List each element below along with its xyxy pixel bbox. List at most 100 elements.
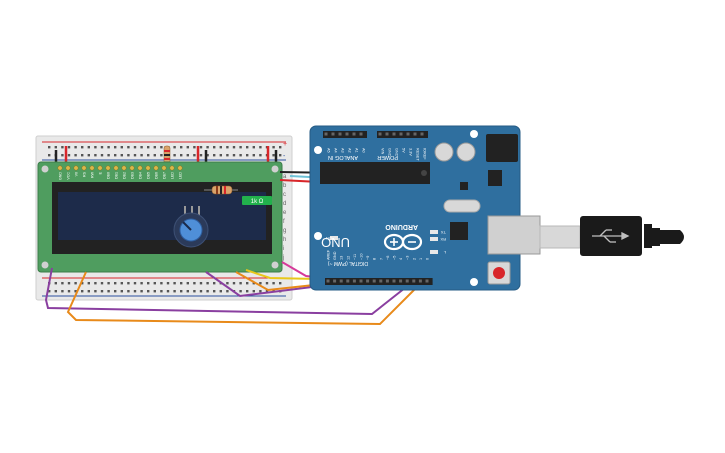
- breadboard-hole[interactable]: [193, 282, 196, 285]
- header-pin[interactable]: [366, 279, 370, 283]
- header-pin[interactable]: [392, 132, 396, 136]
- header-pin[interactable]: [331, 132, 335, 136]
- lcd-pin[interactable]: [169, 165, 175, 171]
- lcd-pin[interactable]: [161, 165, 167, 171]
- breadboard-hole[interactable]: [94, 146, 97, 149]
- breadboard-hole[interactable]: [81, 282, 84, 285]
- breadboard-hole[interactable]: [100, 282, 104, 285]
- breadboard-hole[interactable]: [107, 290, 110, 293]
- breadboard-hole[interactable]: [147, 146, 150, 149]
- header-pin[interactable]: [405, 279, 409, 283]
- breadboard-hole[interactable]: [226, 154, 229, 157]
- breadboard-hole[interactable]: [160, 282, 163, 285]
- header-pin[interactable]: [359, 279, 363, 283]
- resistor-horizontal[interactable]: [204, 185, 238, 195]
- breadboard-hole[interactable]: [180, 282, 183, 285]
- lcd-pin[interactable]: [89, 165, 95, 171]
- header-pin[interactable]: [326, 279, 330, 283]
- breadboard-hole[interactable]: [120, 290, 123, 293]
- breadboard-hole[interactable]: [120, 154, 123, 157]
- breadboard-hole[interactable]: [226, 282, 229, 285]
- header-pin[interactable]: [385, 279, 389, 283]
- breadboard-hole[interactable]: [272, 154, 275, 157]
- breadboard-hole[interactable]: [94, 154, 97, 157]
- breadboard-hole[interactable]: [259, 282, 262, 285]
- breadboard-hole[interactable]: [173, 290, 176, 293]
- header-pin[interactable]: [346, 279, 350, 283]
- breadboard-hole[interactable]: [133, 282, 137, 285]
- breadboard-hole[interactable]: [114, 146, 117, 149]
- breadboard-hole[interactable]: [193, 154, 196, 157]
- breadboard-hole[interactable]: [252, 290, 255, 293]
- header-pin[interactable]: [372, 279, 376, 283]
- breadboard-hole[interactable]: [206, 154, 209, 157]
- bottom-power-rail[interactable]: [48, 282, 282, 293]
- lcd-pin[interactable]: [153, 165, 159, 171]
- breadboard-hole[interactable]: [133, 290, 137, 293]
- breadboard-hole[interactable]: [199, 282, 203, 285]
- breadboard-hole[interactable]: [100, 290, 104, 293]
- breadboard-hole[interactable]: [219, 146, 222, 149]
- header-pin[interactable]: [425, 279, 429, 283]
- breadboard-hole[interactable]: [48, 154, 51, 157]
- header-pin[interactable]: [399, 132, 403, 136]
- breadboard-hole[interactable]: [48, 290, 51, 293]
- breadboard-hole[interactable]: [259, 290, 262, 293]
- header-pin[interactable]: [420, 132, 424, 136]
- breadboard-hole[interactable]: [107, 146, 110, 149]
- breadboard-hole[interactable]: [67, 290, 71, 293]
- breadboard-hole[interactable]: [173, 146, 176, 149]
- breadboard-hole[interactable]: [206, 146, 209, 149]
- header-pin[interactable]: [339, 279, 343, 283]
- breadboard-hole[interactable]: [160, 290, 163, 293]
- breadboard-hole[interactable]: [232, 146, 236, 149]
- power-jack[interactable]: [486, 134, 518, 162]
- breadboard-hole[interactable]: [259, 146, 262, 149]
- breadboard-hole[interactable]: [279, 282, 282, 285]
- breadboard-hole[interactable]: [166, 282, 170, 285]
- breadboard-hole[interactable]: [213, 146, 216, 149]
- breadboard-hole[interactable]: [87, 146, 90, 149]
- breadboard-hole[interactable]: [246, 282, 249, 285]
- breadboard-hole[interactable]: [120, 282, 123, 285]
- breadboard-hole[interactable]: [74, 290, 77, 293]
- potentiometer[interactable]: [173, 206, 209, 248]
- breadboard-hole[interactable]: [186, 290, 189, 293]
- breadboard-hole[interactable]: [193, 146, 196, 149]
- lcd-pin[interactable]: [73, 165, 79, 171]
- breadboard-hole[interactable]: [127, 290, 130, 293]
- breadboard-hole[interactable]: [133, 146, 137, 149]
- header-pin[interactable]: [379, 279, 383, 283]
- breadboard-hole[interactable]: [232, 282, 236, 285]
- breadboard-hole[interactable]: [153, 146, 156, 149]
- breadboard-hole[interactable]: [160, 146, 163, 149]
- lcd-pin[interactable]: [129, 165, 135, 171]
- breadboard-hole[interactable]: [166, 290, 170, 293]
- breadboard-hole[interactable]: [213, 282, 216, 285]
- header-pin[interactable]: [413, 132, 417, 136]
- lcd-pin[interactable]: [81, 165, 87, 171]
- breadboard-hole[interactable]: [140, 154, 143, 157]
- lcd-pin[interactable]: [145, 165, 151, 171]
- breadboard-hole[interactable]: [252, 146, 255, 149]
- header-pin[interactable]: [406, 132, 410, 136]
- lcd-pin[interactable]: [121, 165, 127, 171]
- breadboard-hole[interactable]: [140, 146, 143, 149]
- breadboard-hole[interactable]: [107, 154, 110, 157]
- header-pin[interactable]: [385, 132, 389, 136]
- breadboard-hole[interactable]: [54, 282, 57, 285]
- breadboard-hole[interactable]: [186, 154, 189, 157]
- breadboard-hole[interactable]: [213, 154, 216, 157]
- breadboard-hole[interactable]: [239, 146, 242, 149]
- breadboard-hole[interactable]: [153, 282, 156, 285]
- breadboard-hole[interactable]: [81, 154, 84, 157]
- breadboard-hole[interactable]: [81, 146, 84, 149]
- breadboard-hole[interactable]: [87, 154, 90, 157]
- breadboard-hole[interactable]: [272, 282, 275, 285]
